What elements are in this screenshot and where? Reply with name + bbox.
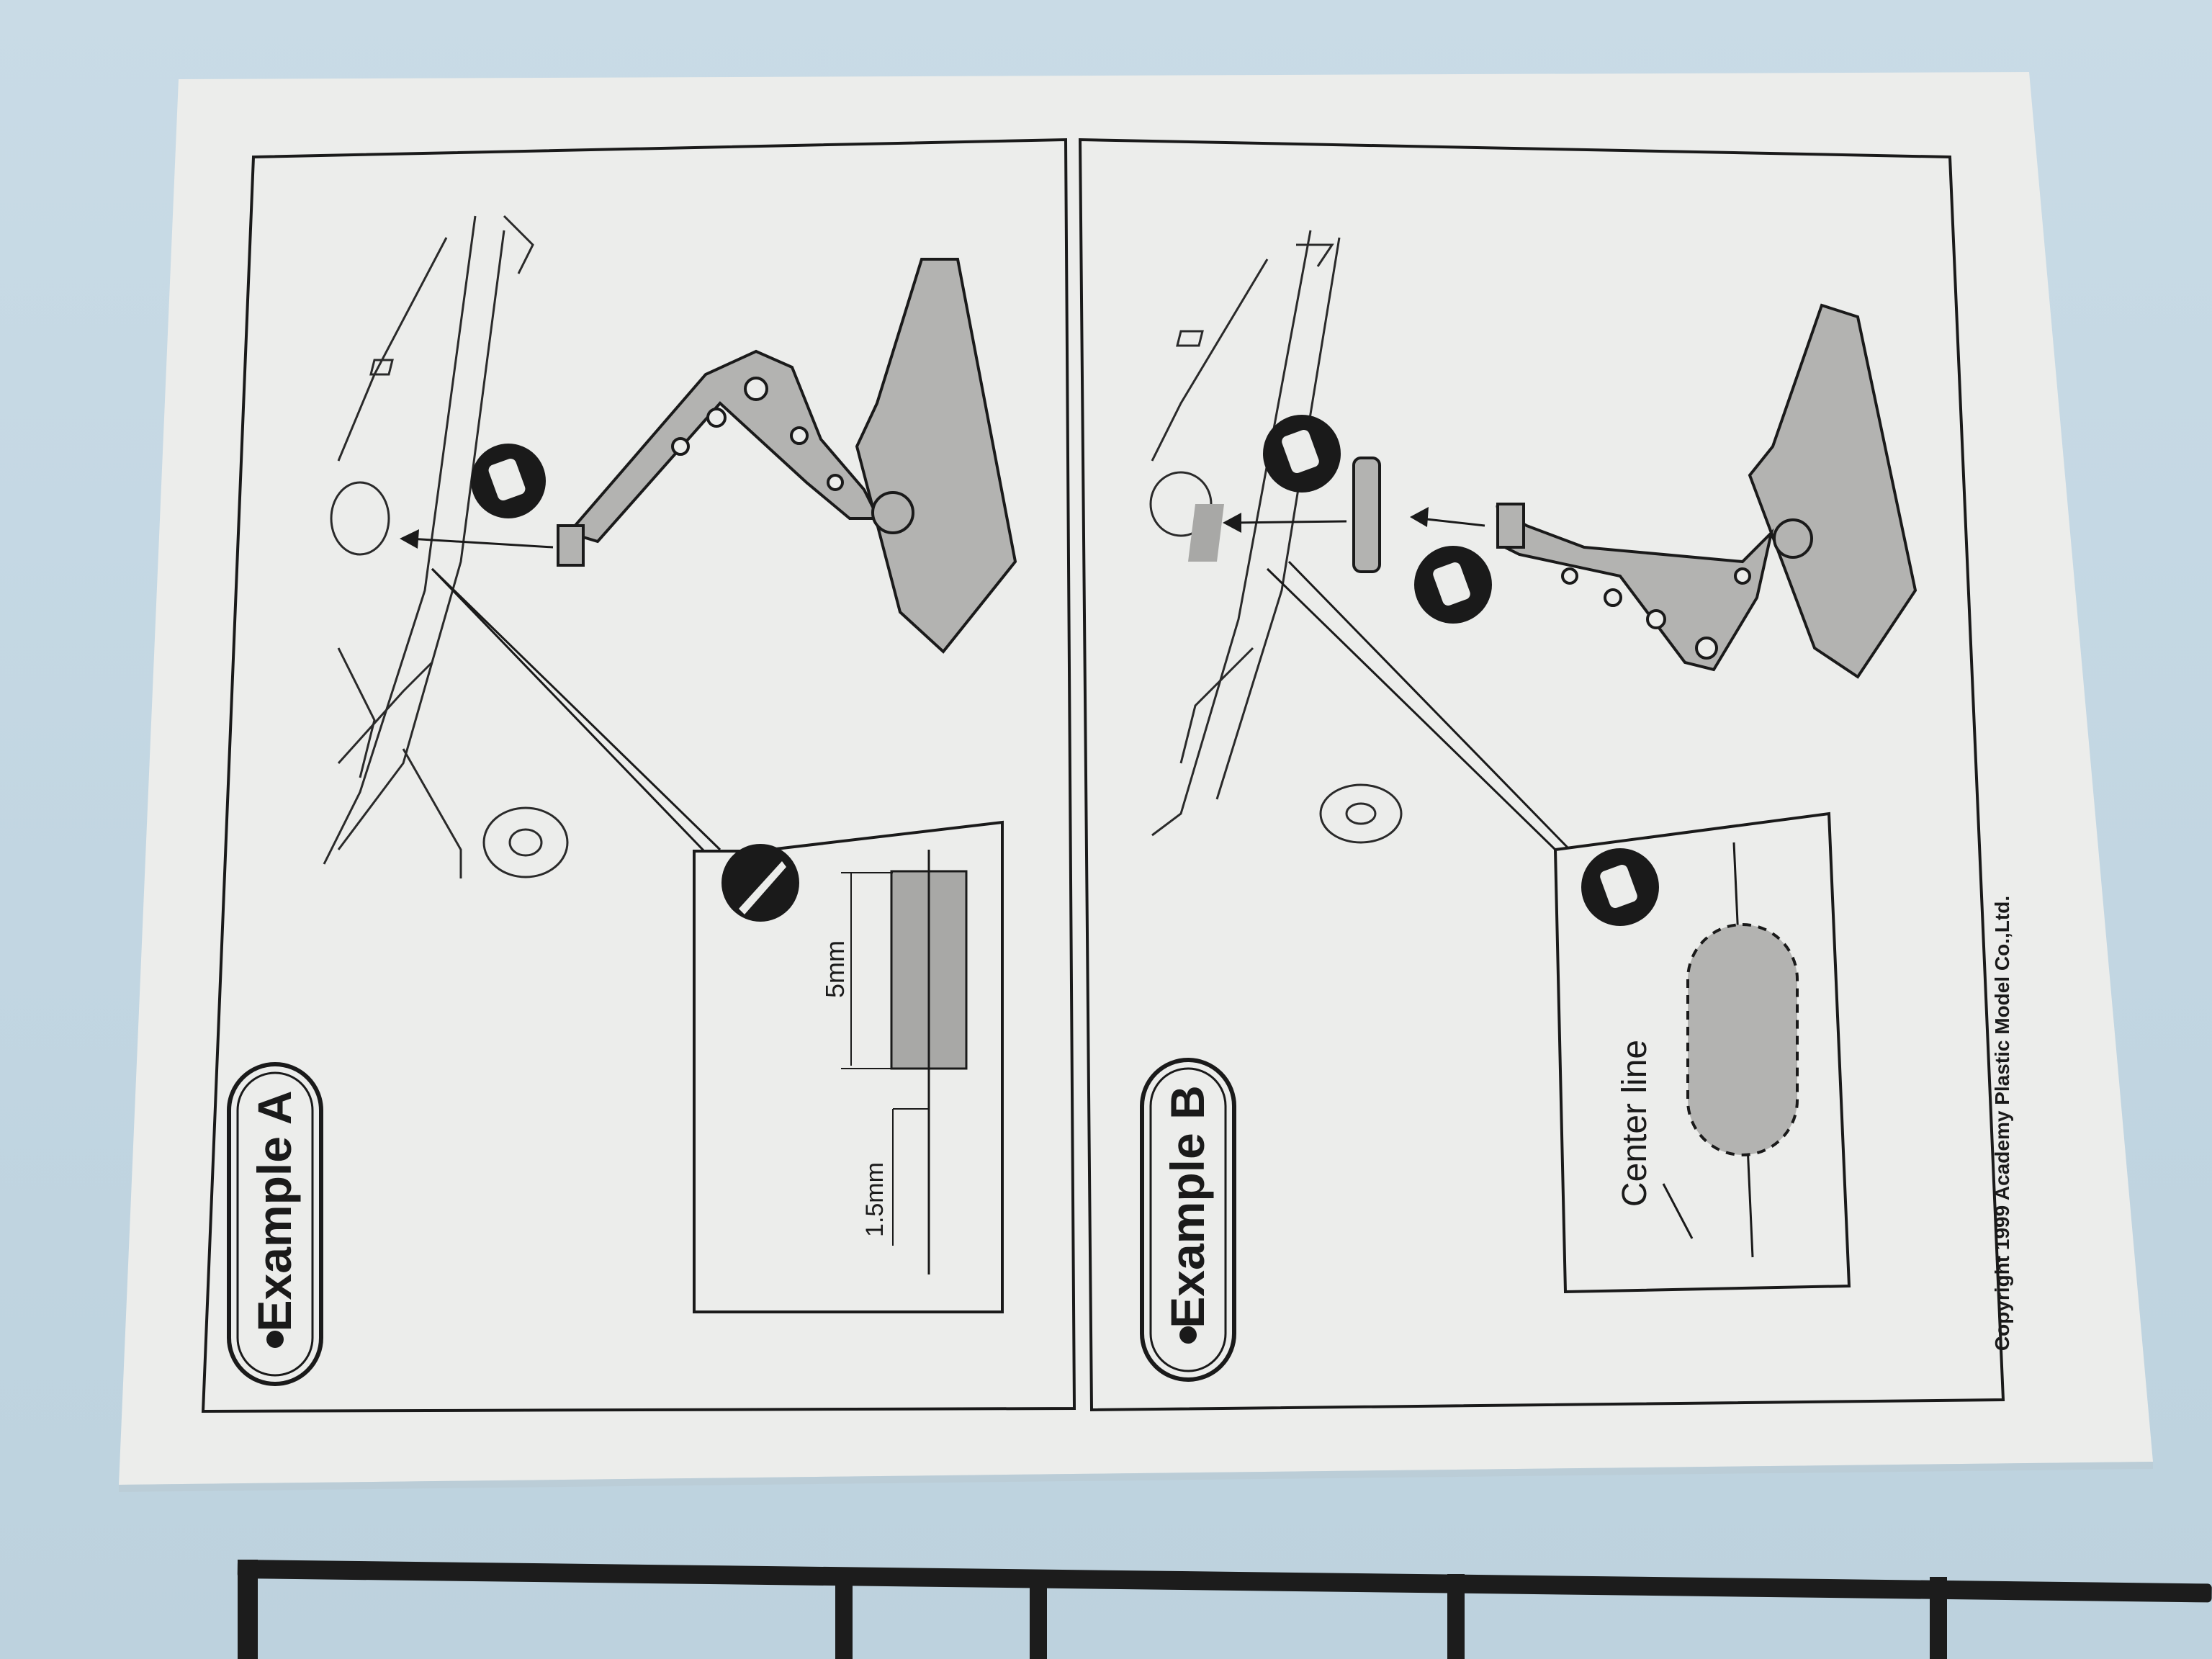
glue-tube-icon-3: [1581, 848, 1659, 926]
arrow-head-b1: [1223, 513, 1241, 533]
arrow-head-b2: [1410, 507, 1429, 527]
panel-a-frame: [201, 138, 1076, 1413]
callout-wedge-a2: [431, 567, 721, 851]
glue-tube-icon-2: [1414, 546, 1492, 624]
glue-patch-shade: [1188, 504, 1224, 562]
arrow-line-b1: [1232, 520, 1347, 524]
badge-example-a-text: Example A: [248, 1090, 301, 1331]
plastic-sprue-frame: [237, 1560, 2212, 1659]
badge-example-a: Example A: [227, 1062, 323, 1386]
mirror-part-b: [1496, 303, 1917, 679]
hobby-knife-icon: [721, 844, 799, 922]
glue-zone-dashed: [1686, 923, 1799, 1156]
sheet-shadow-edge: [119, 1462, 2153, 1492]
center-line-leader: [1662, 1183, 1694, 1239]
mounting-pad-part: [1352, 457, 1381, 573]
car-body-sketch-a: [323, 215, 569, 878]
callout-wedge-b1: [1287, 560, 1571, 851]
car-body-sketch-b: [1149, 230, 1403, 844]
dim-5mm-label: 5mm: [820, 940, 850, 998]
badge-example-b: Example B: [1140, 1058, 1236, 1382]
panel-a: 5mm 1.5mm Example A: [227, 215, 1017, 1386]
panel-b: Center line Example B Copyright 1999 Aca…: [1140, 230, 2013, 1382]
arrow-head-a: [400, 529, 419, 549]
arrow-line-b2: [1419, 517, 1485, 527]
callout-wedge-b2: [1266, 567, 1557, 851]
badge-example-b-text: Example B: [1161, 1085, 1214, 1328]
mirror-part-a: [557, 258, 1017, 654]
dim-1-5mm-label: 1.5mm: [861, 1162, 889, 1237]
panel-b-frame: [1078, 138, 2005, 1412]
copyright-text: Copyright 1999 Academy Plastic Model Co.…: [1991, 896, 2013, 1351]
glue-tube-icon: [471, 444, 546, 518]
center-line-label: Center line: [1616, 1040, 1654, 1207]
glue-tube-icon-1: [1263, 415, 1341, 493]
arrow-line-a: [408, 537, 554, 549]
